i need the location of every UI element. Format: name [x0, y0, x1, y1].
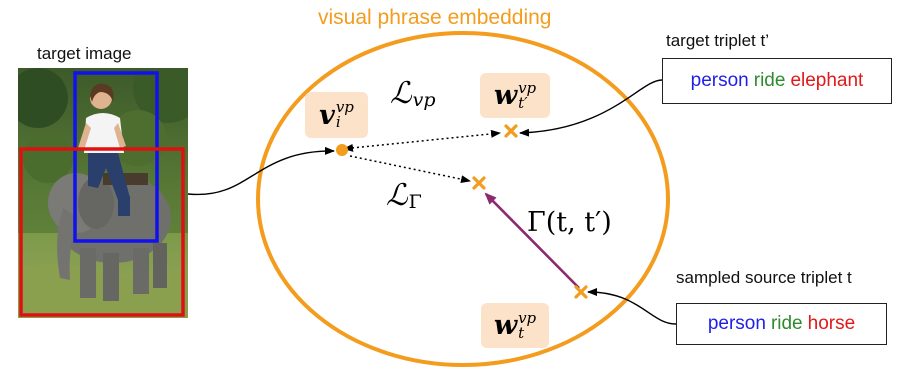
source-subject: person	[707, 313, 766, 334]
target-triplet-box: person ride elephant	[662, 58, 892, 104]
l-vp-label: ℒ vp	[390, 76, 436, 111]
target-triplet-label: target triplet t’	[666, 31, 769, 50]
subject-bounding-box	[73, 71, 159, 243]
target-subject: person	[690, 70, 749, 91]
v-i-base: v	[319, 99, 335, 131]
lgamma-dotted-line	[349, 155, 471, 184]
lvp-dotted-line	[343, 129, 501, 152]
l-gamma-label: ℒ Γ	[386, 178, 422, 213]
source-triplet-box: person ride horse	[676, 303, 887, 345]
target-image	[18, 68, 188, 318]
target-predicate: ride	[753, 70, 786, 91]
w-t-prime-sup: vp	[518, 78, 537, 97]
gamma-transform-arrow	[484, 192, 580, 289]
gamma-transform-label: Γ(t, t′)	[527, 207, 612, 238]
l-gamma-sub: Γ	[408, 191, 422, 213]
w-t-sub: t	[518, 323, 525, 342]
embedding-ellipse	[256, 31, 670, 367]
object-bounding-box	[19, 147, 185, 317]
v-i-label: v vp i	[305, 92, 368, 138]
l-gamma-base: ℒ	[386, 178, 408, 213]
w-t-sup: vp	[518, 308, 537, 327]
w-t-base: w	[493, 310, 518, 341]
w-t-prime-base: w	[493, 80, 518, 111]
v-i-sub: i	[335, 113, 341, 131]
v-i-point	[336, 144, 348, 156]
source-triplet-label: sampled source triplet t	[676, 268, 852, 287]
source-predicate: ride	[770, 313, 803, 334]
w-t-prime-point	[504, 124, 518, 138]
diagram-title: visual phrase embedding	[318, 6, 552, 29]
target-image-label: target image	[37, 44, 132, 63]
v-i-sup: vp	[335, 98, 354, 116]
transformed-point	[472, 176, 486, 190]
w-t-label: w vp t	[481, 303, 549, 348]
source-triplet-arrow	[587, 288, 677, 325]
target-triplet-arrow	[519, 79, 663, 137]
image-to-embedding-arrow	[187, 146, 335, 196]
l-vp-sub: vp	[412, 89, 436, 111]
target-object: elephant	[790, 70, 864, 91]
l-vp-base: ℒ	[390, 76, 412, 111]
w-t-point	[574, 285, 588, 299]
w-t-prime-sub: t′	[518, 93, 528, 112]
w-t-prime-label: w vp t′	[480, 73, 550, 118]
source-object: horse	[807, 313, 856, 334]
